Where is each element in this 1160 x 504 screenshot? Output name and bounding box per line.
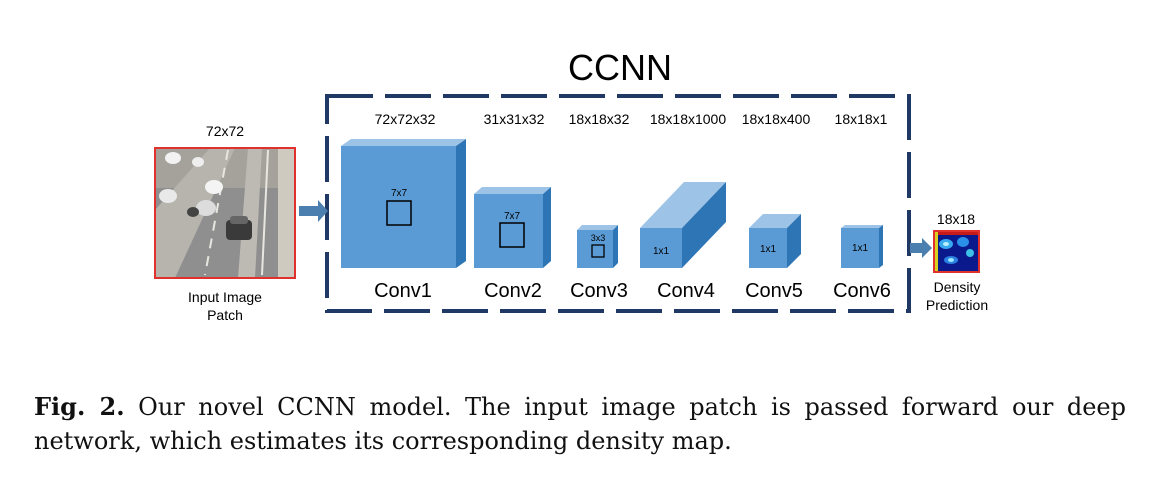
conv4-block: 1x1 <box>640 182 726 268</box>
input-name-line1: Input Image <box>188 289 262 305</box>
conv2-name: Conv2 <box>484 280 542 302</box>
input-size-label: 72x72 <box>206 123 244 139</box>
conv6-block: 1x1 <box>841 225 883 268</box>
conv1-block: 7x7 <box>341 139 466 268</box>
input-image-border <box>154 147 296 279</box>
conv2-kernel-box <box>499 222 525 248</box>
caption-label: Fig. 2. <box>34 392 125 421</box>
conv5-dims: 18x18x400 <box>742 111 811 127</box>
conv1-name: Conv1 <box>374 280 432 302</box>
conv6-dims: 18x18x1 <box>835 111 888 127</box>
conv4-name: Conv4 <box>657 280 715 302</box>
conv3-kernel-label: 3x3 <box>591 233 606 243</box>
input-image-patch <box>154 147 296 279</box>
conv1-kernel-label: 7x7 <box>391 188 408 199</box>
ccnn-frame <box>325 94 911 313</box>
conv4-kernel-label: 1x1 <box>653 246 670 257</box>
ccnn-diagram: CCNN 72x72 Input Image Patch 72x72x32 31… <box>154 47 988 323</box>
conv3-block: 3x3 <box>577 225 618 268</box>
density-map <box>933 230 980 273</box>
figure-caption: Fig. 2. Our novel CCNN model. The input … <box>34 390 1126 458</box>
model-title: CCNN <box>568 47 672 88</box>
conv6-kernel-label: 1x1 <box>852 243 869 254</box>
input-arrow <box>299 200 328 222</box>
conv2-dims: 31x31x32 <box>484 111 545 127</box>
conv2-block: 7x7 <box>474 187 551 268</box>
conv5-name: Conv5 <box>745 280 803 302</box>
input-name-line2: Patch <box>207 307 243 323</box>
conv5-kernel-label: 1x1 <box>760 244 777 255</box>
conv6-name: Conv6 <box>833 280 891 302</box>
output-arrow <box>910 238 932 258</box>
conv3-kernel-box <box>591 244 605 258</box>
conv3-name: Conv3 <box>570 280 628 302</box>
output-name-line2: Prediction <box>926 297 988 313</box>
conv1-kernel-box <box>386 200 412 226</box>
conv4-dims: 18x18x1000 <box>650 111 727 127</box>
output-size-label: 18x18 <box>937 211 975 227</box>
conv5-block: 1x1 <box>749 214 801 268</box>
caption-text: Our novel CCNN model. The input image pa… <box>34 393 1126 455</box>
output-name-line1: Density <box>934 279 981 295</box>
conv1-dims: 72x72x32 <box>375 111 436 127</box>
conv2-kernel-label: 7x7 <box>504 211 521 222</box>
conv3-dims: 18x18x32 <box>569 111 630 127</box>
